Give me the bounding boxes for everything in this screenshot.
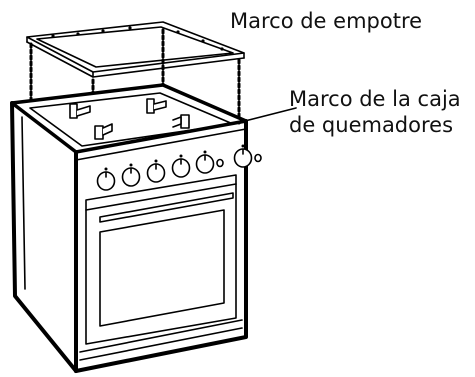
- burner-box-frame-label-line2: de quemadores: [289, 113, 454, 137]
- installation-frame: [26, 21, 245, 78]
- stove-body: [10, 83, 248, 373]
- oven-door: [85, 174, 237, 345]
- oven-window: [99, 209, 225, 327]
- control-knobs: [96, 144, 262, 191]
- burner-box-frame-leader: [232, 107, 297, 125]
- oven-door-handle: [99, 192, 234, 223]
- frame-screw-holes: [51, 26, 224, 51]
- burner-box-frame-label-line1: Marco de la caja: [289, 87, 461, 111]
- burner-box-frame-label: Marco de la caja de quemadores: [289, 86, 461, 138]
- burner-supports: [69, 98, 190, 140]
- installation-frame-label: Marco de empotre: [230, 9, 423, 33]
